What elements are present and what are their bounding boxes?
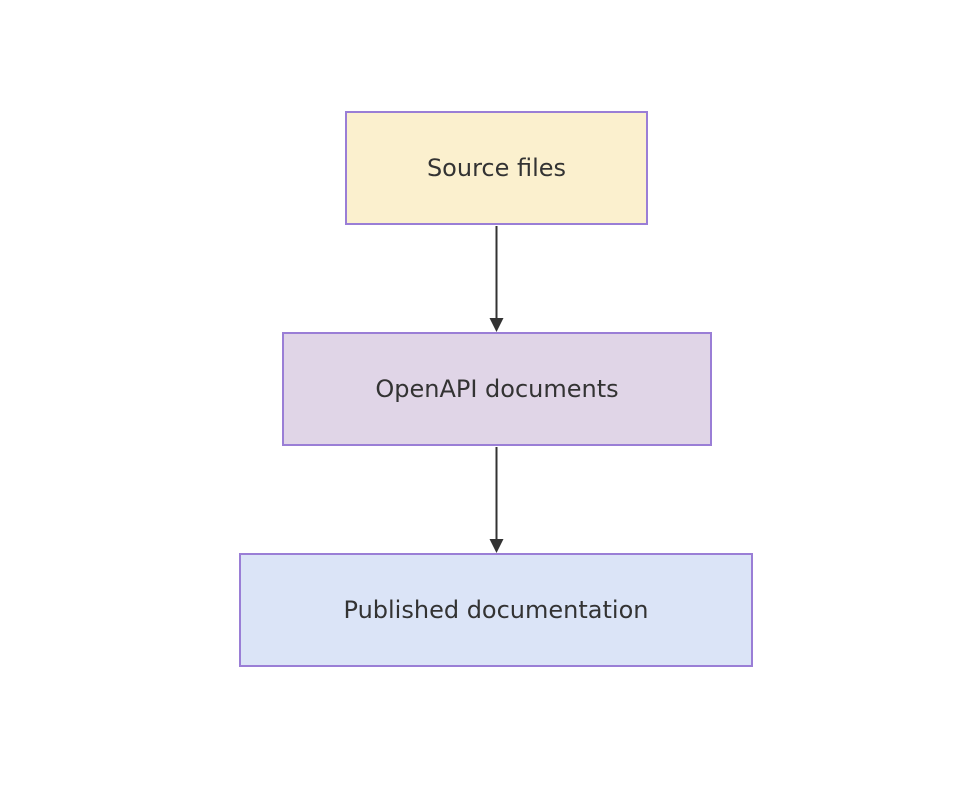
node-source-files: Source files [345,111,648,225]
node-published-documentation-label: Published documentation [343,596,649,624]
node-openapi-documents-label: OpenAPI documents [375,375,619,403]
node-published-documentation: Published documentation [239,553,753,667]
node-source-files-label: Source files [426,154,567,182]
node-openapi-documents: OpenAPI documents [282,332,712,446]
